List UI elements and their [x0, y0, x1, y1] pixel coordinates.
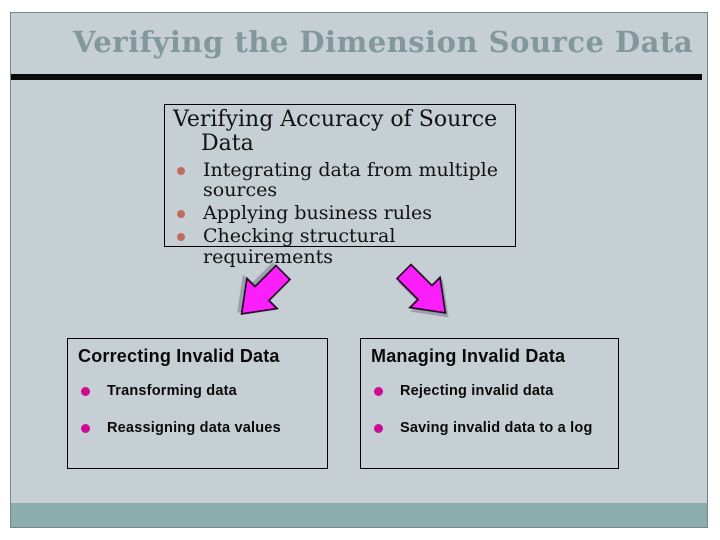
bullet-dot-icon	[374, 387, 383, 396]
footer-strip	[11, 503, 707, 527]
bullet-dot-icon	[81, 424, 90, 433]
managing-invalid-data-panel: Managing Invalid Data Rejecting invalid …	[360, 338, 619, 469]
panel-bullet-list: Rejecting invalid data Saving invalid da…	[371, 383, 610, 436]
accuracy-panel: Verifying Accuracy of Source Data Integr…	[164, 104, 516, 267]
bullet-dot-icon	[177, 233, 185, 242]
bullet-text: Applying business rules	[203, 202, 433, 225]
bullet-text: Checking structural requirements	[203, 225, 396, 268]
arrow-down-left-icon	[224, 256, 300, 332]
accuracy-panel-heading: Verifying Accuracy of Source Data	[173, 107, 498, 156]
panel-heading: Correcting Invalid Data	[78, 346, 280, 366]
bullet-text: Transforming data	[107, 383, 237, 399]
slide-title: Verifying the Dimension Source Data	[73, 25, 694, 59]
list-item: Transforming data	[78, 383, 319, 399]
list-item: Reassigning data values	[78, 420, 319, 436]
list-item: Checking structural requirements	[171, 225, 509, 268]
bullet-text: Saving invalid data to a log	[400, 420, 593, 436]
bullet-text: Reassigning data values	[107, 420, 281, 436]
title-divider-rule	[11, 74, 702, 80]
bullet-dot-icon	[81, 387, 90, 396]
list-item: Rejecting invalid data	[371, 383, 610, 399]
list-item: Applying business rules	[171, 203, 509, 223]
bullet-text: Integrating data from multiple sources	[203, 159, 498, 202]
panel-heading: Managing Invalid Data	[371, 346, 566, 366]
bullet-dot-icon	[177, 167, 185, 176]
presentation-slide: Verifying the Dimension Source Data Veri…	[10, 12, 708, 528]
bullet-dot-icon	[177, 210, 185, 219]
accuracy-bullet-list: Integrating data from multiple sources A…	[171, 160, 509, 267]
panel-bullet-list: Transforming data Reassigning data value…	[78, 383, 319, 436]
arrow-down-right-icon	[387, 255, 463, 331]
list-item: Integrating data from multiple sources	[171, 160, 509, 200]
bullet-dot-icon	[374, 424, 383, 433]
bullet-text: Rejecting invalid data	[400, 383, 554, 399]
correcting-invalid-data-panel: Correcting Invalid Data Transforming dat…	[67, 338, 328, 469]
list-item: Saving invalid data to a log	[371, 420, 610, 436]
